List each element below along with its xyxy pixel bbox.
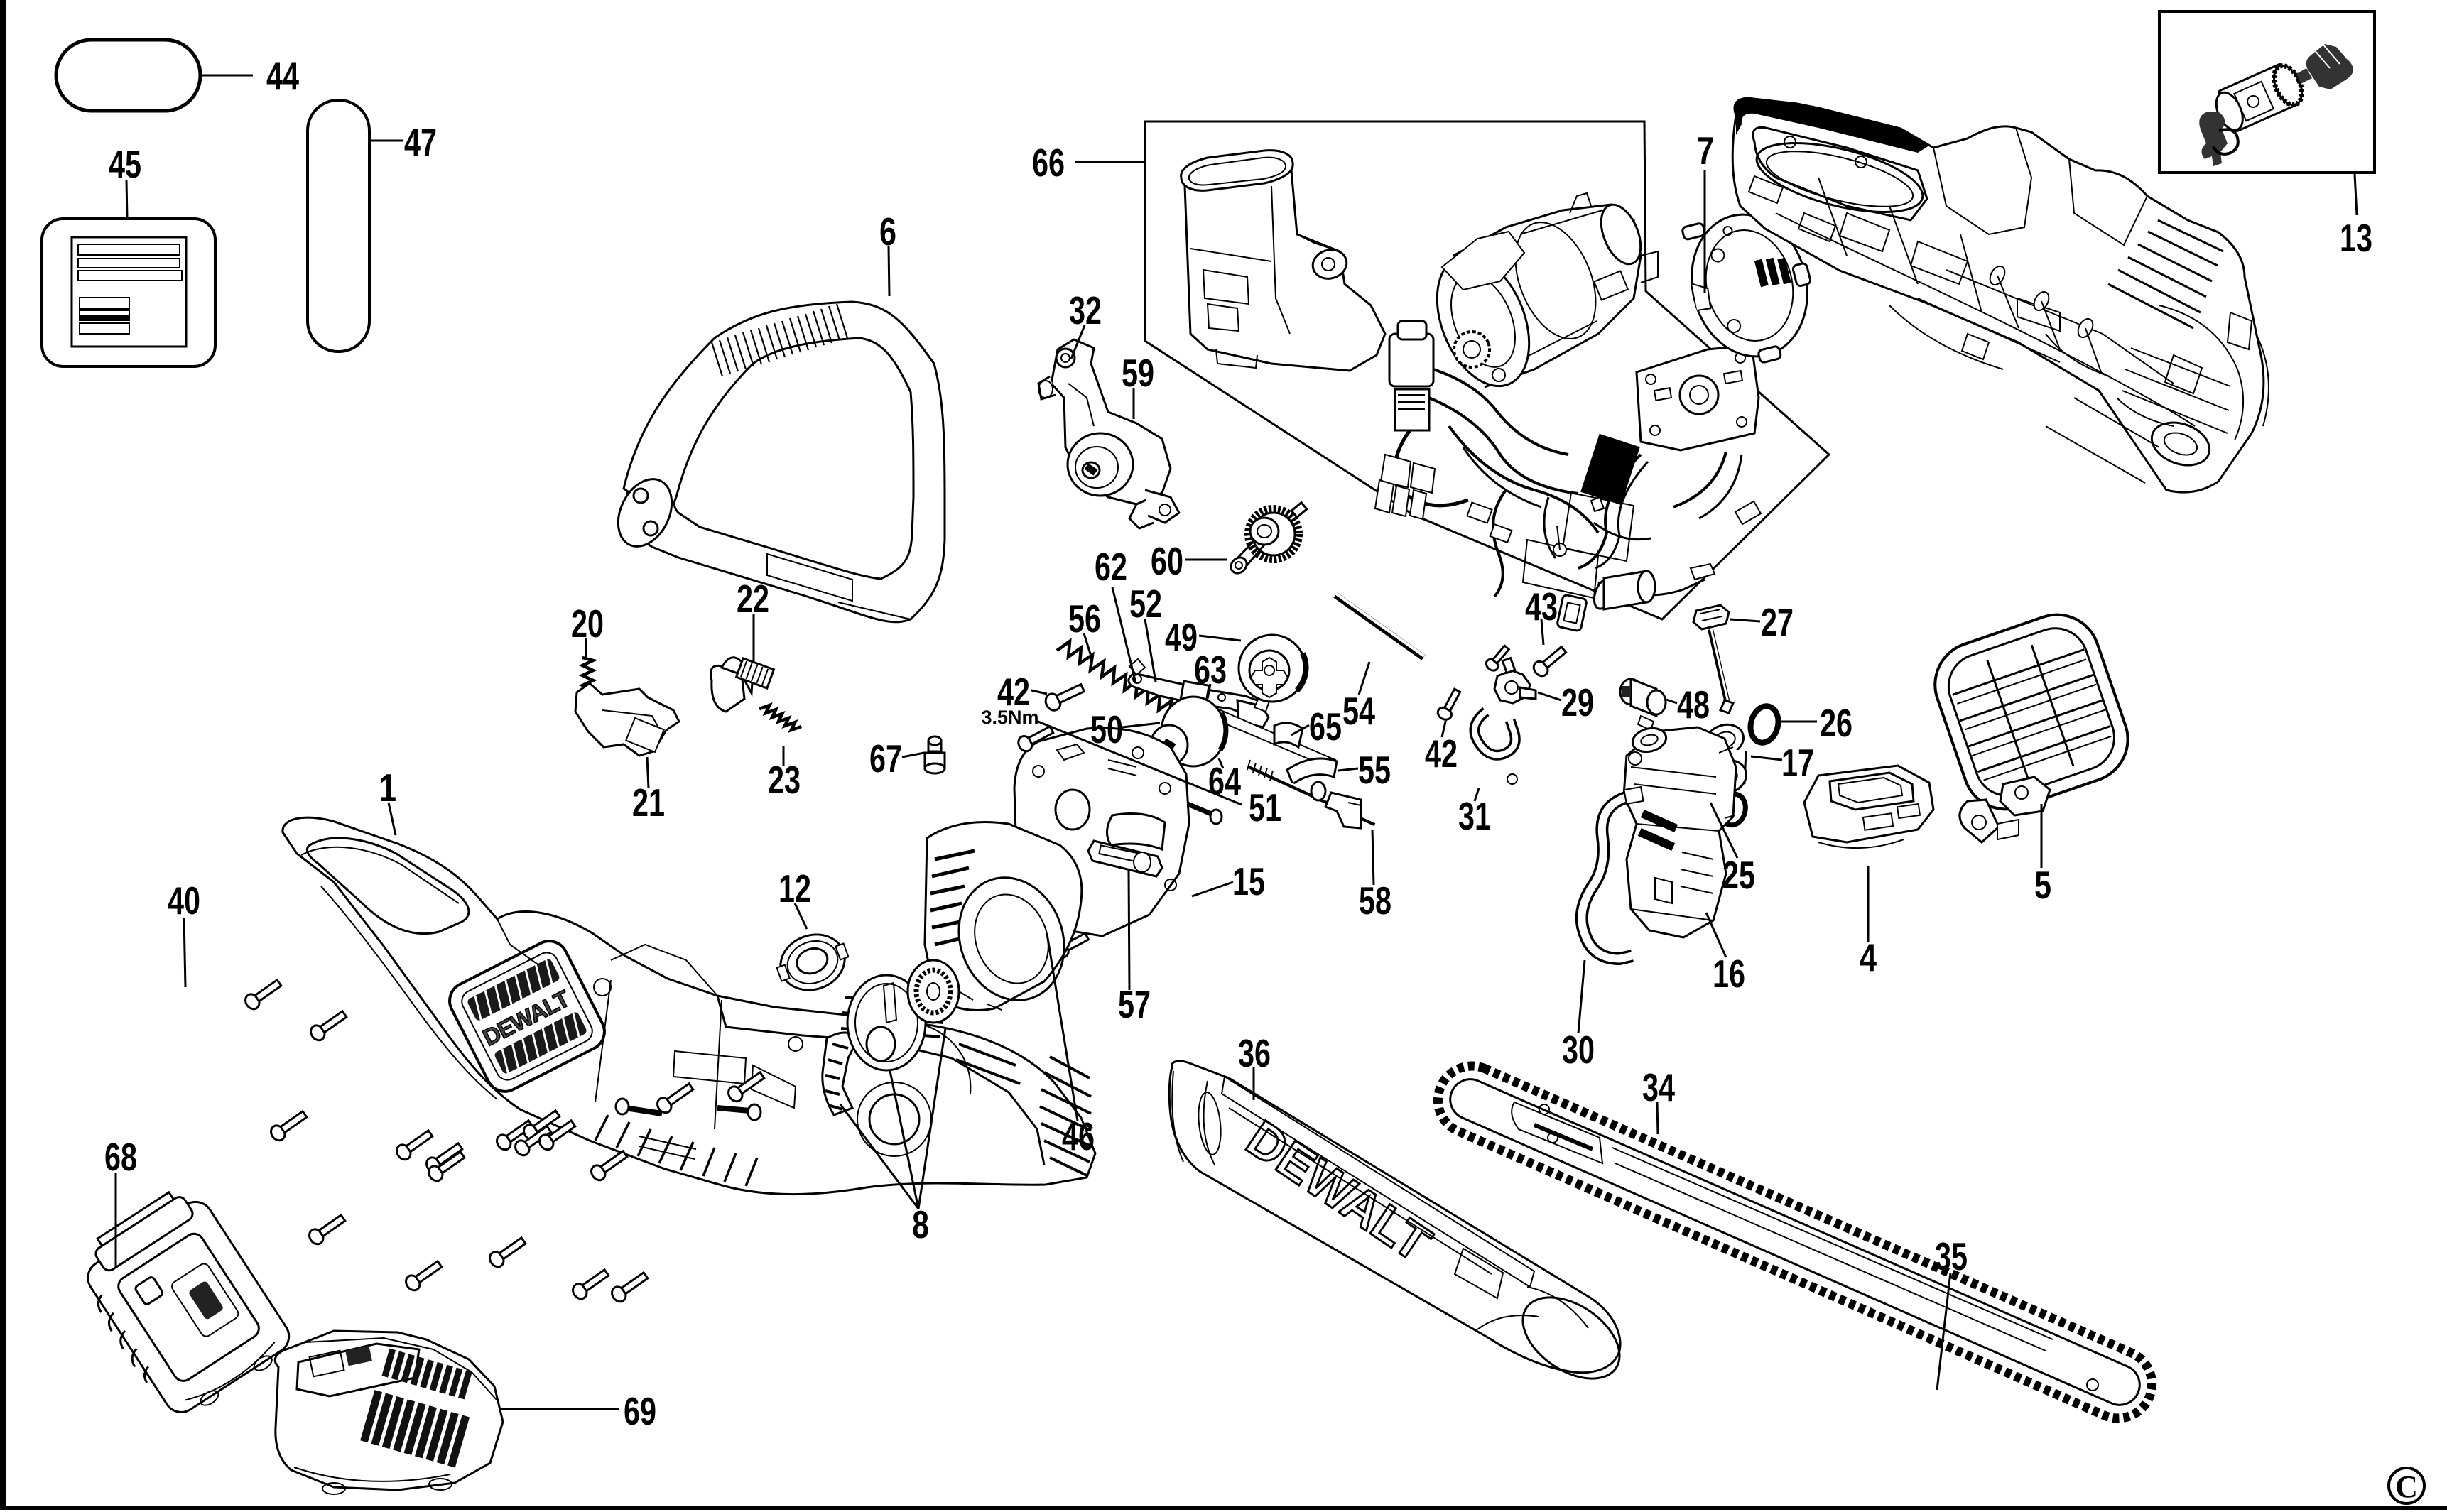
svg-text:48: 48 [1677, 682, 1710, 727]
svg-text:62: 62 [1095, 545, 1127, 589]
svg-text:68: 68 [104, 1135, 137, 1179]
svg-text:8: 8 [912, 1202, 929, 1246]
svg-text:44: 44 [266, 54, 299, 98]
svg-text:27: 27 [1761, 600, 1794, 644]
svg-text:64: 64 [1208, 759, 1241, 803]
svg-text:67: 67 [869, 736, 902, 781]
svg-text:5: 5 [2034, 863, 2051, 907]
svg-text:46: 46 [1062, 1114, 1095, 1158]
svg-text:57: 57 [1118, 982, 1151, 1026]
svg-text:65: 65 [1309, 705, 1342, 749]
svg-text:55: 55 [1358, 748, 1391, 792]
svg-text:66: 66 [1032, 141, 1065, 185]
svg-text:52: 52 [1129, 582, 1162, 626]
svg-text:23: 23 [768, 758, 801, 802]
svg-text:47: 47 [404, 120, 437, 164]
svg-text:31: 31 [1458, 794, 1491, 838]
svg-text:C: C [2395, 1469, 2418, 1504]
svg-text:30: 30 [1562, 1028, 1595, 1072]
svg-text:56: 56 [1068, 597, 1101, 641]
svg-text:50: 50 [1090, 707, 1123, 751]
svg-text:43: 43 [1525, 584, 1558, 629]
svg-text:40: 40 [168, 879, 200, 923]
svg-text:25: 25 [1722, 853, 1755, 897]
svg-text:7: 7 [1697, 129, 1714, 173]
svg-text:16: 16 [1713, 952, 1745, 996]
svg-text:60: 60 [1151, 539, 1183, 583]
svg-text:20: 20 [571, 602, 604, 646]
svg-text:36: 36 [1238, 1031, 1271, 1075]
svg-text:13: 13 [2340, 216, 2372, 260]
svg-text:17: 17 [1781, 741, 1814, 785]
svg-text:45: 45 [109, 142, 141, 186]
svg-text:21: 21 [632, 781, 665, 825]
svg-text:69: 69 [624, 1389, 656, 1433]
svg-text:29: 29 [1561, 680, 1594, 724]
svg-text:58: 58 [1359, 879, 1391, 923]
svg-text:3.5Nm: 3.5Nm [981, 707, 1038, 728]
svg-text:32: 32 [1069, 288, 1102, 332]
svg-text:34: 34 [1642, 1065, 1675, 1109]
svg-text:63: 63 [1194, 648, 1227, 692]
svg-text:35: 35 [1935, 1234, 1968, 1278]
svg-text:6: 6 [879, 210, 896, 254]
svg-text:26: 26 [1820, 701, 1852, 745]
svg-text:49: 49 [1165, 615, 1198, 659]
svg-text:22: 22 [737, 577, 769, 621]
svg-text:15: 15 [1232, 859, 1265, 903]
svg-text:42: 42 [997, 670, 1030, 714]
svg-text:12: 12 [778, 866, 811, 910]
svg-text:1: 1 [379, 766, 396, 810]
svg-text:42: 42 [1425, 731, 1458, 776]
svg-text:4: 4 [1860, 935, 1877, 979]
svg-text:51: 51 [1249, 785, 1281, 830]
svg-text:54: 54 [1342, 689, 1375, 733]
svg-text:59: 59 [1122, 351, 1154, 395]
